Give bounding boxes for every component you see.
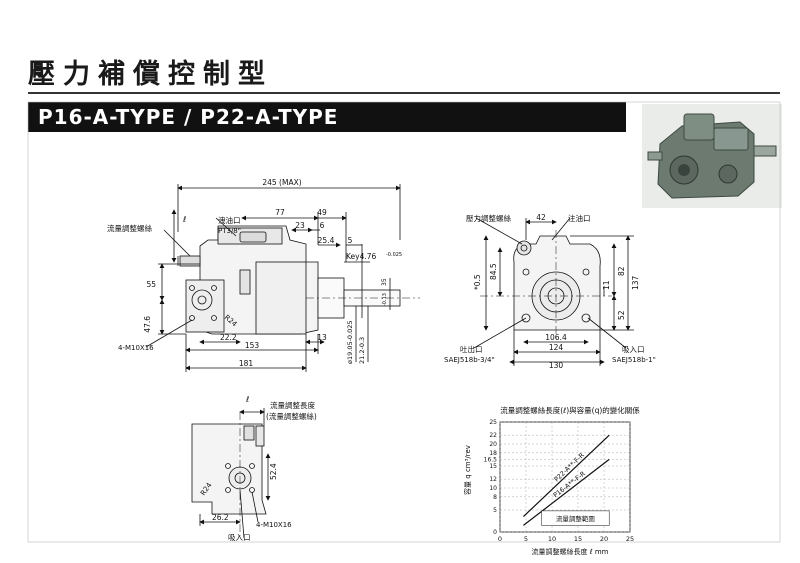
dim-42: 42	[536, 213, 546, 222]
dim-23: 23	[295, 221, 305, 230]
dim-130: 130	[549, 361, 564, 370]
chart-y-tick-label: 12	[489, 476, 497, 483]
dim-55: 55	[146, 280, 156, 289]
label-key-tol: -0.025	[386, 252, 402, 258]
document-frame	[27, 101, 781, 543]
label-oil-fill: 注油口	[568, 213, 591, 223]
dim-49: 49	[317, 208, 327, 217]
label-flow-screw: 流量調整螺絲	[107, 223, 152, 233]
page-title: 壓力補償控制型	[28, 59, 273, 90]
dim-137: 137	[631, 275, 640, 290]
label-m10-front: 4-M10X16	[118, 344, 154, 352]
label-discharge-port: 吐出口	[460, 344, 483, 354]
chart-y-tick-label: 20	[489, 441, 497, 448]
chart-series-line	[523, 458, 610, 526]
dim-5: 5	[348, 236, 353, 245]
dim-22-2: 22.2	[220, 333, 237, 342]
chart-y-tick-label: 0	[493, 529, 497, 536]
chart-title: 流量調整螺絲長度(ℓ)與容量(q)的變化關係	[500, 405, 640, 415]
chart-y-tick-label: 22	[489, 432, 497, 439]
dim-84-5: 84.5	[489, 263, 498, 280]
dim-82: 82	[617, 266, 626, 276]
chart-y-tick-label: 5	[493, 507, 497, 514]
label-shaft-tol: -0.13	[382, 293, 388, 306]
pump-photo-illustration	[642, 104, 782, 208]
chart-x-tick-label: 10	[548, 535, 556, 543]
dim-52-4: 52.4	[269, 463, 278, 480]
label-suction-port: 吸入口	[622, 345, 645, 354]
chart-x-tick-label: 5	[524, 535, 528, 543]
dim-26-2: 26.2	[212, 513, 229, 522]
label-drain-outlet: 洩油口	[218, 215, 241, 225]
label-pressure-screw: 壓力調整螺絲	[466, 213, 511, 223]
label-key: Key4.76	[346, 252, 377, 261]
dim-l-front: ℓ	[182, 215, 186, 224]
label-m10-bottom: 4-M10X16	[256, 521, 292, 529]
dim-181: 181	[239, 359, 254, 368]
dim-77: 77	[275, 208, 285, 217]
dim-47-6: 47.6	[143, 316, 152, 333]
chart-y-tick-label: 16.5	[484, 456, 498, 463]
type-banner: P16-A-TYPE / P22-A-TYPE	[28, 102, 626, 132]
dim-245-max: 245 (MAX)	[262, 178, 301, 187]
front-view	[145, 184, 420, 372]
chart-x-tick-label: 20	[600, 535, 608, 543]
chart-y-tick-label: 8	[493, 494, 497, 501]
dim-l-bottom: ℓ	[245, 395, 249, 404]
chart-x-axis-label: 流量調整螺絲長度 ℓ mm	[532, 547, 609, 556]
label-suction-bottom: 吸入口	[228, 533, 251, 542]
chart-annotation-box	[541, 510, 610, 526]
chart-y-tick-label: 15	[489, 463, 497, 470]
chart-x-tick-label: 15	[574, 535, 582, 543]
title-divider	[28, 92, 780, 94]
dim-13: 13	[317, 333, 327, 342]
chart-annotation: 流量調整範圍	[556, 514, 595, 523]
label-flow-adjust-length: 流量調整長度	[270, 400, 315, 410]
label-suction-spec: SAEJ518b-1"	[612, 356, 656, 364]
label-shaft-length: 21.2-0.3	[358, 337, 366, 364]
chart-y-tick-label: 10	[489, 485, 497, 492]
dim-35: 35	[381, 278, 388, 286]
chart-y-axis-label: 容量 q cm³/rev	[463, 445, 472, 495]
pump-photo	[642, 104, 782, 208]
label-pt3-8: PT3/8"	[218, 227, 241, 235]
side-view	[473, 217, 634, 366]
dim-6: 6	[320, 221, 325, 230]
chart-x-tick-label: 0	[498, 535, 502, 543]
dim-11: 11	[602, 280, 611, 290]
label-shaft-diameter: ø19.05-0.025	[346, 320, 354, 364]
chart-y-tick-label: 25	[489, 419, 497, 426]
dim-25-4: 25.4	[318, 236, 335, 245]
chart-series-line	[522, 434, 610, 518]
label-discharge-spec: SAEJ518b-3/4"	[444, 356, 495, 364]
dim-star-0-5: *0.5	[473, 274, 482, 290]
dim-124: 124	[549, 343, 564, 352]
chart-y-tick-label: 18	[489, 450, 497, 457]
dim-52-side: 52	[617, 310, 626, 320]
label-flow-adjust-screw: (流量調整螺絲)	[266, 411, 317, 421]
dim-153: 153	[245, 341, 260, 350]
chart-x-tick-label: 25	[626, 535, 634, 543]
dim-106-4: 106.4	[545, 333, 567, 342]
bottom-view	[191, 408, 271, 539]
